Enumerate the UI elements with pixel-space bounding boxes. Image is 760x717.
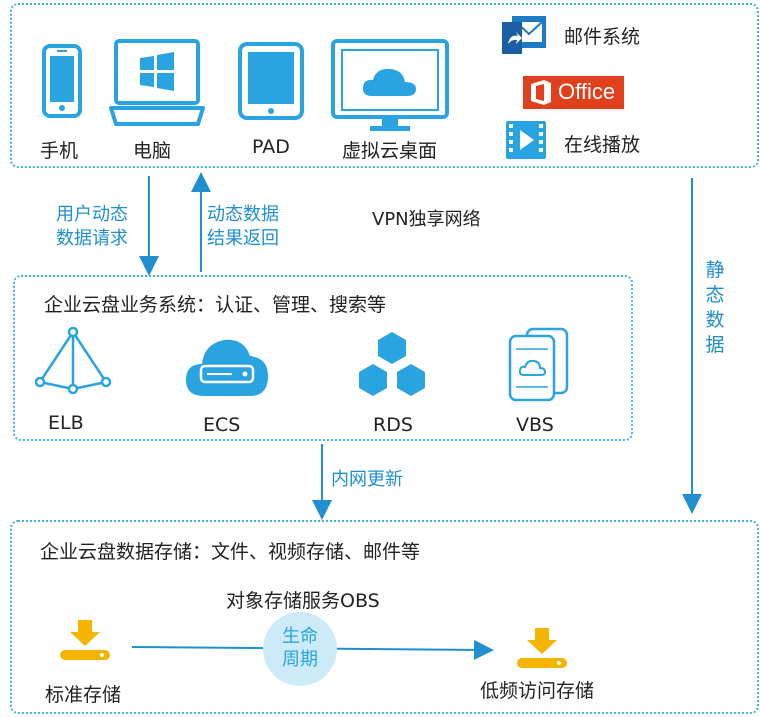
obs-label: 对象存储服务OBS — [226, 590, 380, 612]
device-label-phone: 手机 — [40, 140, 79, 162]
service-item-rds: RDS — [373, 414, 413, 436]
internal-update-label: 内网更新 — [331, 469, 403, 490]
infrequent-storage-icon — [517, 628, 567, 668]
standard-storage-icon — [60, 620, 110, 660]
virtual-desktop-icon — [331, 39, 449, 131]
lifecycle-badge: 生命 周期 — [263, 612, 337, 686]
client-layer-box — [10, 3, 759, 168]
static-label-char-3: 数 — [705, 309, 725, 331]
service-item-vbs: VBS — [516, 414, 554, 436]
storage-title: 企业云盘数据存储：文件、视频存储、邮件等 — [40, 541, 421, 563]
laptop-icon — [109, 39, 205, 126]
video-play-icon — [506, 121, 546, 159]
lifecycle-line-1: 生命 — [282, 626, 318, 647]
infrequent-storage-label: 低频访问存储 — [480, 680, 595, 702]
vpn-label: VPN独享网络 — [372, 209, 481, 230]
ecs-icon — [186, 339, 268, 396]
static-label-char-2: 态 — [705, 284, 725, 306]
phone-icon — [42, 44, 82, 118]
static-label-char-4: 据 — [705, 334, 725, 356]
storage-layer-box — [10, 520, 759, 714]
office-icon — [531, 80, 551, 105]
result-label: 动态数据 结果返回 — [207, 203, 279, 251]
rds-icon — [359, 332, 425, 396]
request-label-line-2: 数据请求 — [56, 228, 128, 249]
result-label-line-1: 动态数据 — [207, 204, 279, 225]
vbs-icon — [508, 327, 569, 402]
mail-app-icon — [502, 16, 546, 54]
tablet-icon — [238, 42, 304, 120]
office-label: Office — [558, 79, 616, 104]
lifecycle-line-2: 周期 — [282, 649, 318, 670]
static-data-label: 静 态 数 据 — [703, 258, 727, 358]
service-item-ecs: ECS — [203, 414, 241, 436]
elb-icon — [34, 326, 112, 395]
request-label: 用户动态 数据请求 — [56, 203, 128, 251]
service-layer-box — [13, 275, 633, 441]
service-title: 企业云盘业务系统：认证、管理、搜索等 — [44, 294, 387, 316]
service-item-elb: ELB — [48, 412, 84, 434]
standard-storage-label: 标准存储 — [45, 684, 122, 706]
app-label-play: 在线播放 — [564, 134, 641, 156]
app-label-mail: 邮件系统 — [564, 26, 641, 48]
device-label-pc: 电脑 — [133, 140, 172, 162]
office-logo: Office — [523, 76, 624, 109]
device-label-pad: PAD — [252, 136, 290, 158]
request-label-line-1: 用户动态 — [56, 204, 128, 225]
result-label-line-2: 结果返回 — [207, 228, 279, 249]
device-label-virtual-desktop: 虚拟云桌面 — [342, 140, 438, 162]
static-label-char-1: 静 — [705, 259, 725, 281]
